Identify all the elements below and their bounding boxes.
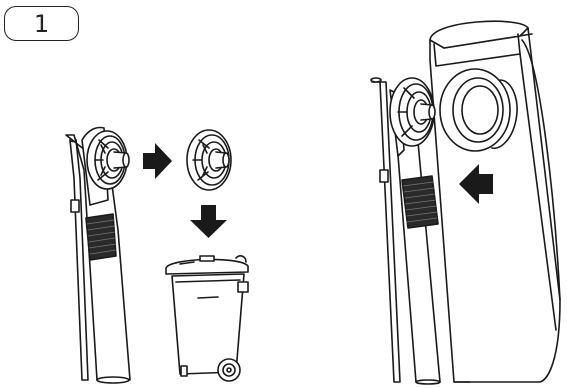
rubber-seal xyxy=(86,214,116,260)
trash-bin-icon xyxy=(166,256,248,381)
mounting-bracket xyxy=(430,21,560,382)
valve-fitting-installed xyxy=(390,78,435,146)
old-drain-pipe xyxy=(66,128,130,384)
rubber-seal-new xyxy=(402,176,438,228)
removed-valve-fitting xyxy=(187,130,231,190)
new-drain-pipe xyxy=(371,78,440,384)
arrow-down-icon xyxy=(190,205,227,238)
valve-fitting-attached xyxy=(87,131,129,189)
arrow-right-icon xyxy=(143,143,172,179)
